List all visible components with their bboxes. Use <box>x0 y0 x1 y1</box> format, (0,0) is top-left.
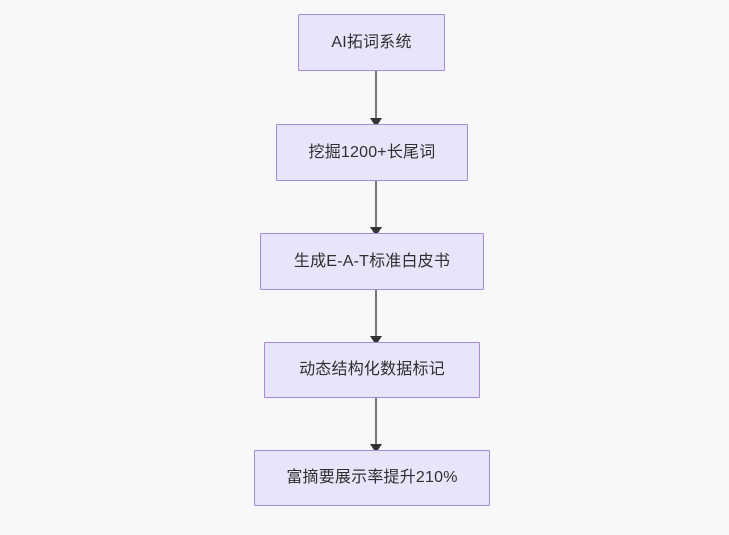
edge-line <box>375 289 378 344</box>
edge-line <box>375 70 378 126</box>
flow-node-4[interactable]: 动态结构化数据标记 <box>264 342 480 398</box>
edge-line <box>375 397 378 452</box>
flow-edge-4 <box>369 397 383 453</box>
flow-node-1[interactable]: AI拓词系统 <box>298 14 445 71</box>
flow-node-5[interactable]: 富摘要展示率提升210% <box>254 450 490 506</box>
flow-node-label: 挖掘1200+长尾词 <box>308 143 436 161</box>
flow-node-label: 富摘要展示率提升210% <box>286 469 458 486</box>
flow-node-label: 动态结构化数据标记 <box>299 361 445 378</box>
flow-edge-2 <box>369 180 383 236</box>
down-arrow-icon <box>370 336 382 345</box>
flow-node-2[interactable]: 挖掘1200+长尾词 <box>276 124 468 181</box>
flow-edge-1 <box>369 70 383 127</box>
flow-node-3[interactable]: 生成E-A-T标准白皮书 <box>260 233 484 290</box>
down-arrow-icon <box>370 118 382 127</box>
down-arrow-icon <box>370 227 382 236</box>
flow-edge-3 <box>369 289 383 345</box>
flow-node-label: 生成E-A-T标准白皮书 <box>293 252 451 270</box>
edge-line <box>375 180 378 235</box>
down-arrow-icon <box>370 444 382 453</box>
flow-node-label: AI拓词系统 <box>331 33 412 51</box>
